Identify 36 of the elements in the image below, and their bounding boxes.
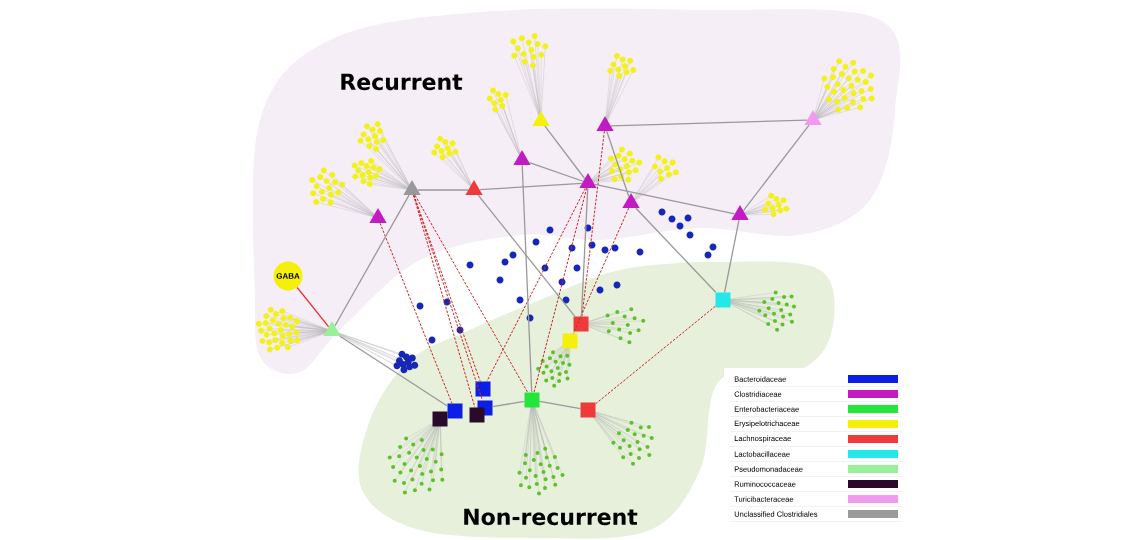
connector-line (379, 222, 453, 404)
connector-line (486, 187, 586, 382)
triangle-node (579, 173, 597, 188)
triangle-node (465, 180, 483, 195)
triangle-node (622, 193, 640, 208)
connector-line (595, 305, 716, 405)
connector-line (594, 183, 736, 215)
connector-line (417, 189, 469, 191)
connector-line (533, 187, 588, 393)
connector-line (742, 124, 810, 212)
connector-line (581, 130, 605, 317)
connector-line (492, 400, 525, 408)
connector-line (544, 125, 586, 180)
connector-line (606, 130, 630, 198)
connector-line (479, 182, 583, 191)
triangle-node (513, 150, 531, 165)
connector-line (580, 187, 589, 317)
triangle-node (596, 116, 614, 131)
triangle-node (369, 208, 387, 223)
triangle-node (403, 180, 421, 195)
connector-line (414, 194, 529, 393)
connector-line (610, 119, 808, 127)
connector-line (528, 161, 584, 182)
triangle-node (532, 111, 550, 126)
connector-line (296, 286, 330, 328)
connector-line (334, 194, 410, 327)
connector-line (572, 207, 630, 334)
triangle-node (731, 205, 749, 220)
connector-line (477, 194, 576, 317)
triangle-node (804, 110, 822, 125)
connector-line (521, 164, 533, 393)
triangle-node (323, 321, 341, 336)
connector-line (539, 400, 581, 410)
connector-line (723, 219, 740, 293)
connector-line (635, 207, 717, 293)
connector-line (339, 335, 448, 407)
